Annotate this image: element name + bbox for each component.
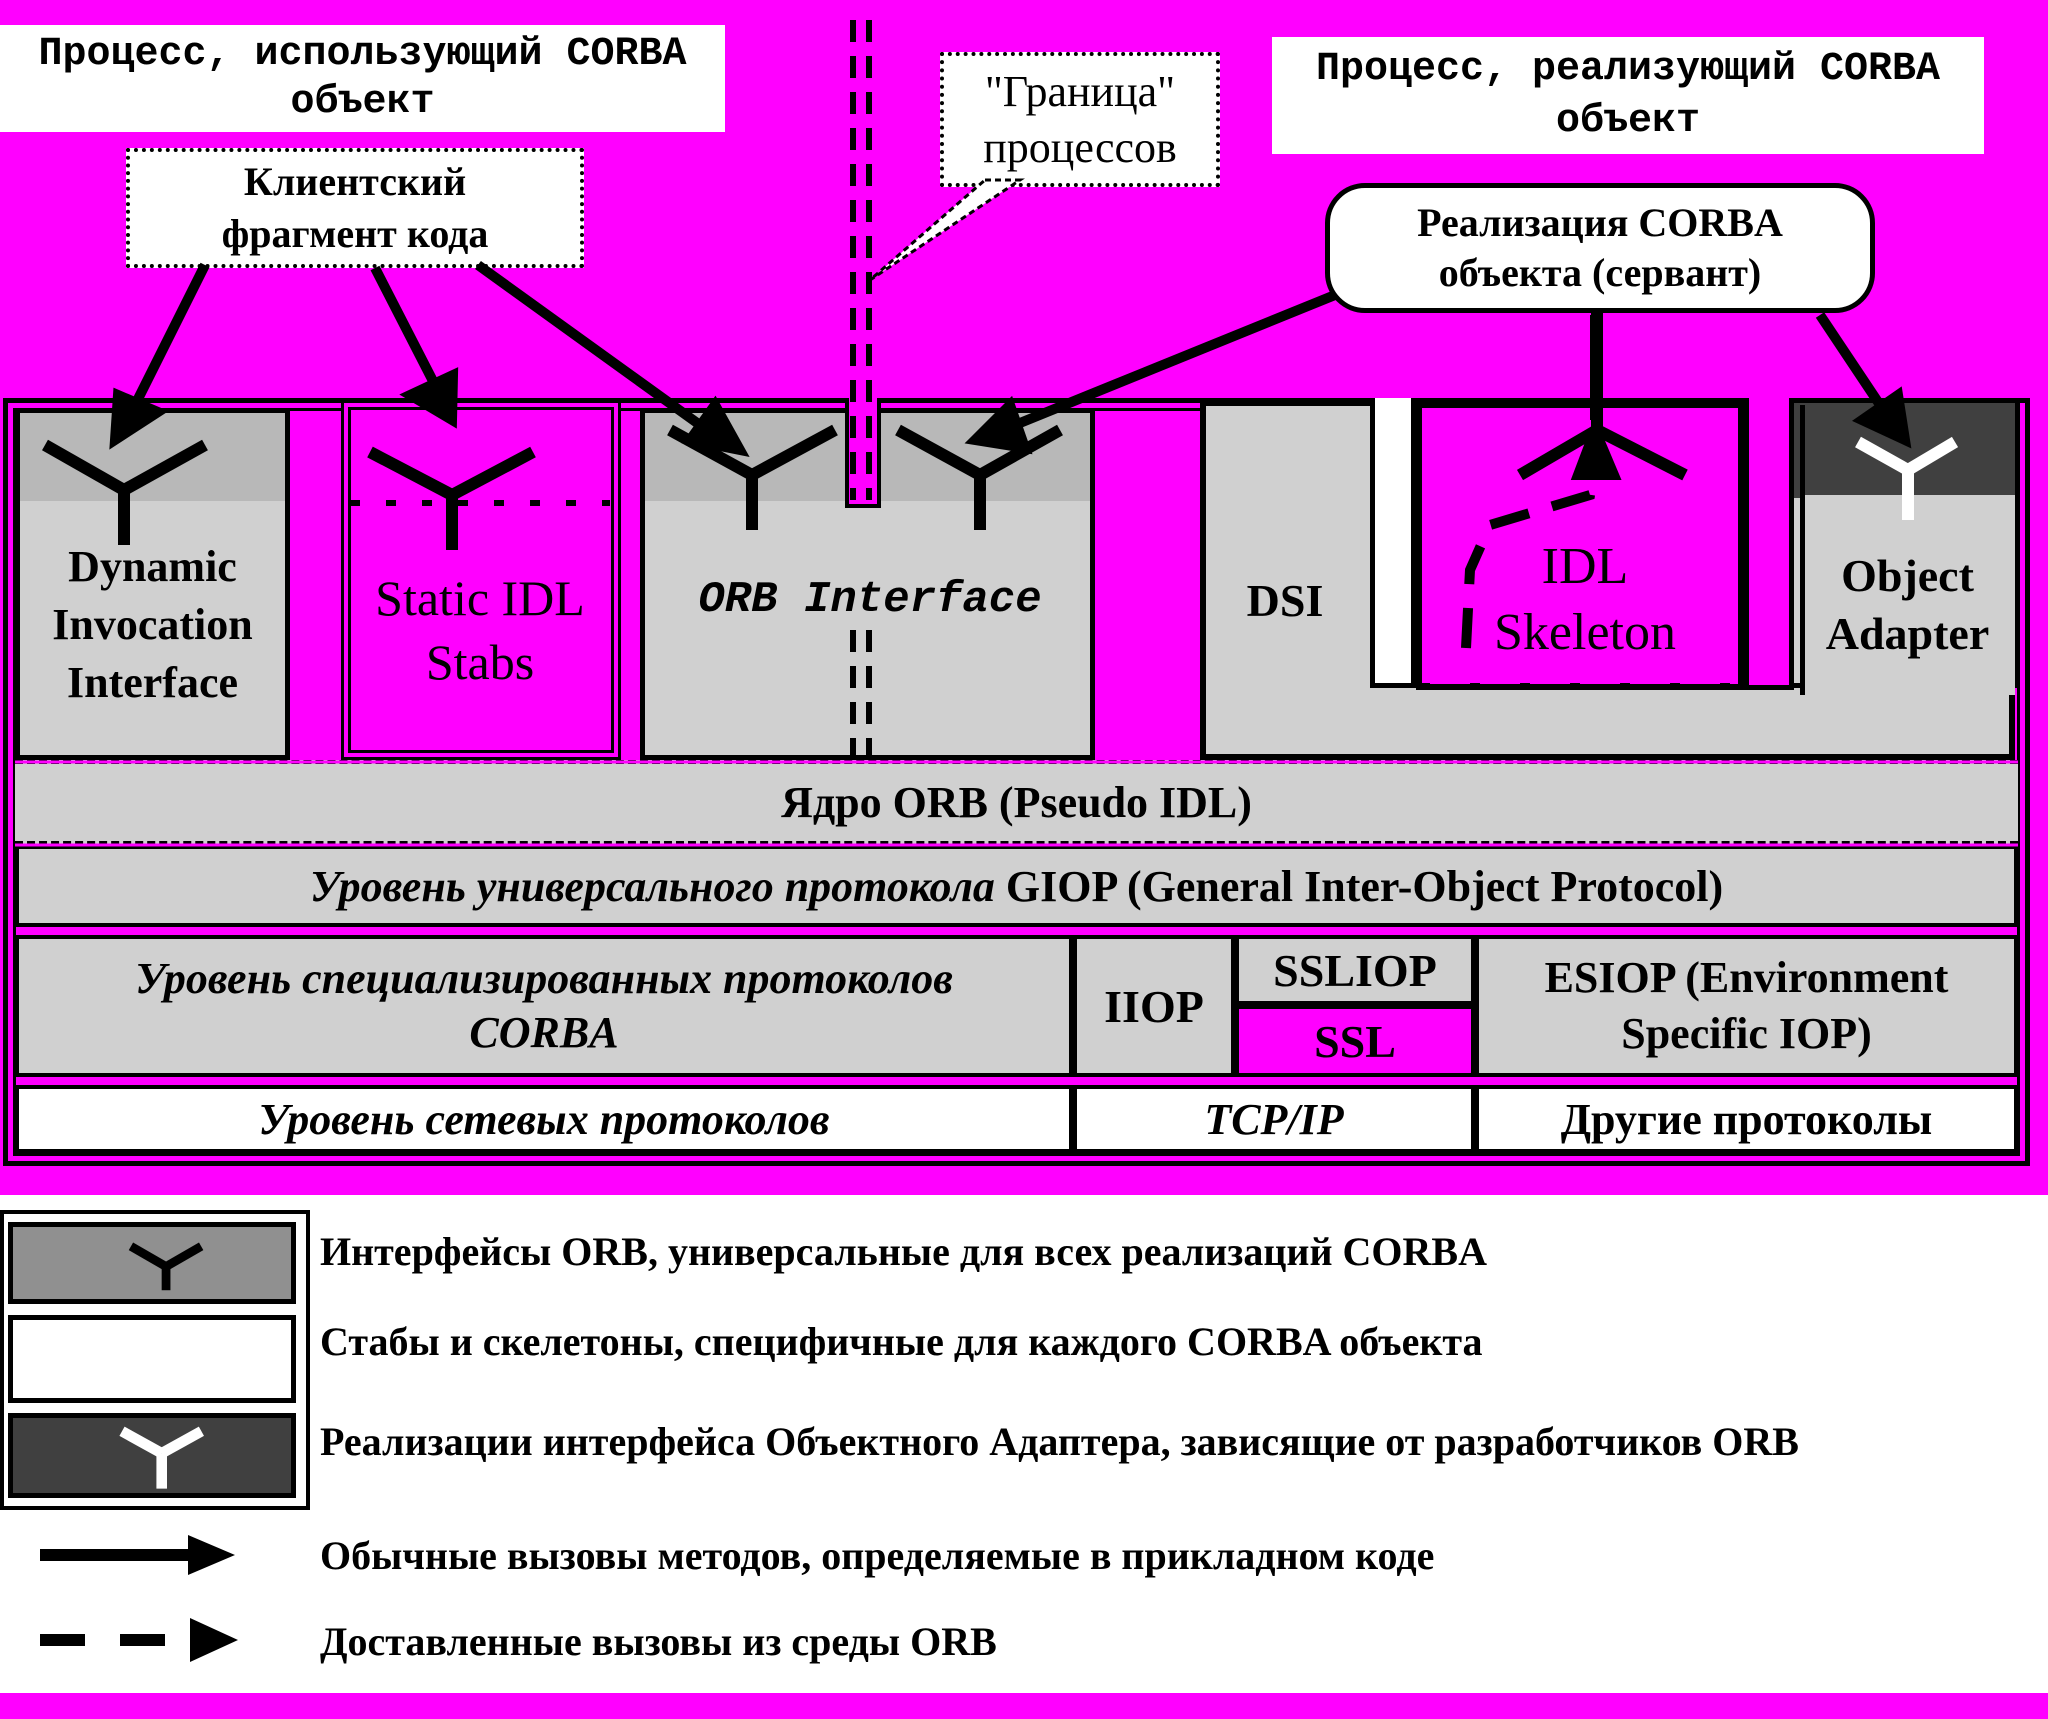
orb-interface-icon-left [667,424,838,530]
static-stubs-column [341,400,621,760]
idl-skeleton-label: IDL Skeleton [1494,538,1676,661]
tcpip-cell: TCP/IP [1073,1085,1475,1153]
legend-stubs-text: Стабы и скелетоны, специфичные для каждо… [320,1319,1483,1364]
legend-adapter-text: Реализации интерфейса Объектного Адаптер… [320,1419,1799,1464]
other-protocols-cell: Другие протоколы [1475,1085,2018,1153]
static-stubs-label: Static IDL Stabs [375,570,585,690]
legend-orb-interfaces-text: Интерфейсы ORB, универсальные для всех р… [320,1229,1487,1274]
legend-adapter-icon [119,1426,204,1489]
giop-suffix: GIOP (General Inter-Object Protocol) [1005,861,1724,911]
server-process-label: Процесс, реализующий CORBA объект [1272,37,1984,154]
legend-delivered-calls-text: Доставленные вызовы из среды ORB [320,1619,997,1664]
dsi-separator [1370,398,1416,688]
legend-stubs-swatch [8,1315,296,1403]
client-process-label: Процесс, использующий CORBA объект [0,25,725,132]
ssl-cell: SSL [1235,1005,1475,1077]
regular-call-arrows [109,260,1912,458]
dii-column [15,408,290,760]
legend-adapter-swatch [8,1413,296,1498]
legend-box-outer [0,1210,310,1510]
static-stubs-interface-icon [367,446,536,550]
diagram-overlay [15,20,2018,764]
legend-delivered-arrow [40,1618,238,1662]
delivered-call-arrow [1461,416,1622,649]
legend-regular-calls-text: Обычные вызовы методов, определяемые в п… [320,1533,1435,1578]
process-boundary-line [850,20,872,760]
iiop-cell: IIOP [1073,935,1235,1077]
legend-orb-interface-icon [128,1242,204,1291]
bottom-strip [0,1693,2048,1719]
giop-layer: Уровень универсального протокола GIOP (G… [15,845,2018,927]
dii-interface-icon [42,439,208,545]
servant-label: Реализация CORBA объекта (сервант) [1325,183,1875,313]
orb-outer-frame [3,398,2030,1166]
legend-regular-arrow [40,1535,235,1575]
specialized-layer: Уровень специализированных протоколов CO… [15,935,1073,1077]
ssliop-cell: SSLIOP [1235,935,1475,1005]
orb-interface-icon-right [895,424,1063,530]
process-boundary-label: "Граница" процессов [940,52,1220,187]
object-adapter-body [1800,405,2015,695]
network-layer: Уровень сетевых протоколов [15,1085,1073,1153]
object-adapter-interface-icon [1855,436,1959,520]
object-adapter-label: Object Adapter [1825,550,1990,659]
client-code-label: Клиентский фрагмент кода [126,148,584,268]
esiop-cell: ESIOP (Environment Specific IOP) [1475,935,2018,1077]
orb-interface-label: ORB Interface [698,575,1042,625]
legend-orb-interfaces-swatch [8,1222,296,1304]
adapter-gap [1744,398,1794,690]
dii-label: Dynamic Invocation Interface [52,542,253,707]
boundary-callout-pointer [869,178,1025,282]
giop-prefix: Уровень универсального протокола [309,861,995,911]
dsi-label: DSI [1246,574,1324,626]
